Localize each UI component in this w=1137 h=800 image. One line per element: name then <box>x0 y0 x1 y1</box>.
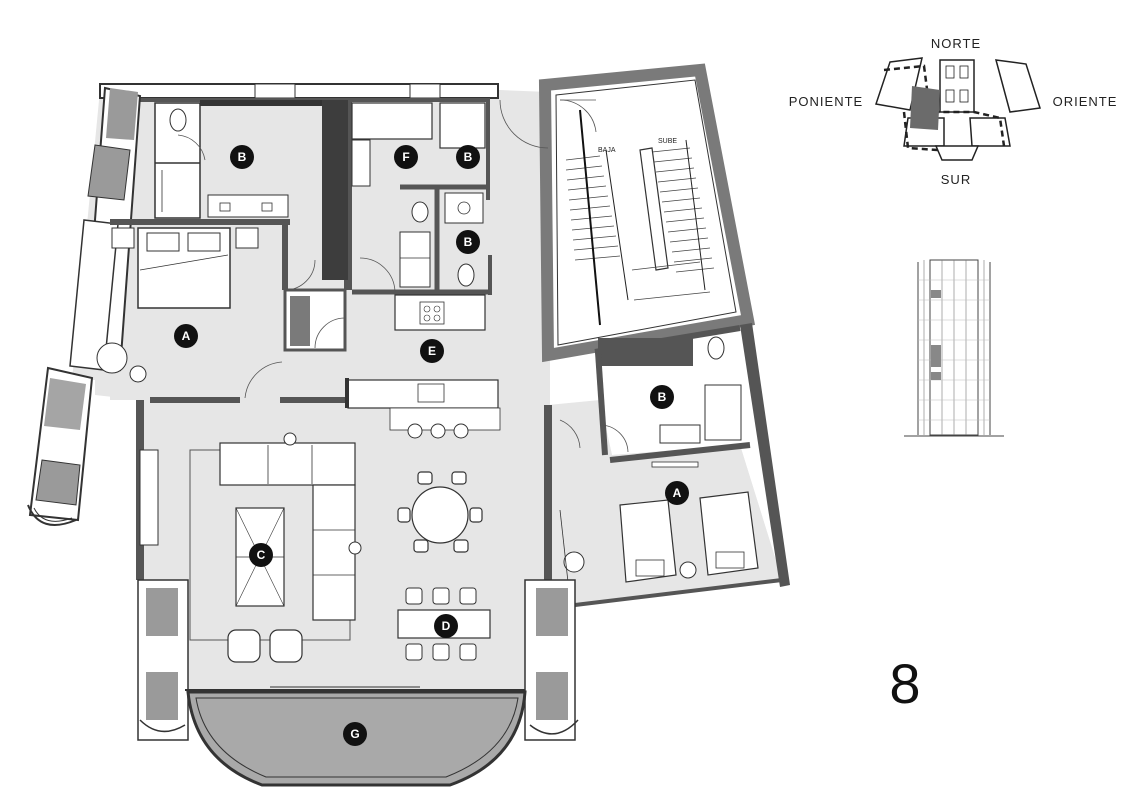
svg-text:D: D <box>442 619 451 633</box>
key-plan-highlight <box>910 86 940 130</box>
top-wall <box>99 83 499 102</box>
svg-text:B: B <box>464 235 473 249</box>
marker-d-dining: D <box>434 614 458 638</box>
compass-north-label: NORTE <box>931 36 981 51</box>
svg-text:C: C <box>257 548 266 562</box>
marker-a-master-bedroom: A <box>174 324 198 348</box>
room-markers: B F B B A E B A <box>174 145 689 746</box>
svg-text:E: E <box>428 344 436 358</box>
svg-text:A: A <box>182 329 191 343</box>
bedroom-walls <box>110 219 345 403</box>
key-plan: NORTE SUR PONIENTE ORIENTE <box>789 36 1118 187</box>
secondary-bathroom <box>559 325 751 463</box>
svg-text:B: B <box>238 150 247 164</box>
stairs-up-label: SUBE <box>658 138 677 145</box>
svg-text:A: A <box>673 486 682 500</box>
south-columns <box>137 579 579 741</box>
master-bed <box>96 227 316 399</box>
svg-text:B: B <box>658 390 667 404</box>
marker-b-master-bath: B <box>230 145 254 169</box>
marker-e-kitchen: E <box>420 339 444 363</box>
marker-a-secondary-bedroom: A <box>665 481 689 505</box>
svg-text:B: B <box>464 150 473 164</box>
marker-c-living: C <box>249 543 273 567</box>
floor-number: 8 <box>889 652 920 715</box>
secondary-bedroom <box>559 323 790 607</box>
kitchen <box>283 288 501 439</box>
compass-south-label: SUR <box>941 172 971 187</box>
left-balcony <box>27 366 94 526</box>
marker-g-terrace: G <box>343 722 367 746</box>
marker-b-secondary-bath: B <box>650 385 674 409</box>
master-bathroom <box>154 100 348 280</box>
svg-text:F: F <box>402 150 409 164</box>
compass-west-label: PONIENTE <box>789 94 863 109</box>
marker-f-laundry: F <box>394 145 418 169</box>
building-elevation <box>904 259 1004 437</box>
marker-b-service-bath-bottom: B <box>456 230 480 254</box>
svg-text:G: G <box>350 727 359 741</box>
compass-east-label: ORIENTE <box>1053 94 1118 109</box>
stairwell: BAJA SUBE <box>538 63 756 363</box>
stairs-down-label: BAJA <box>598 147 616 154</box>
laundry-and-service <box>351 99 549 295</box>
marker-b-service-bath-top: B <box>456 145 480 169</box>
